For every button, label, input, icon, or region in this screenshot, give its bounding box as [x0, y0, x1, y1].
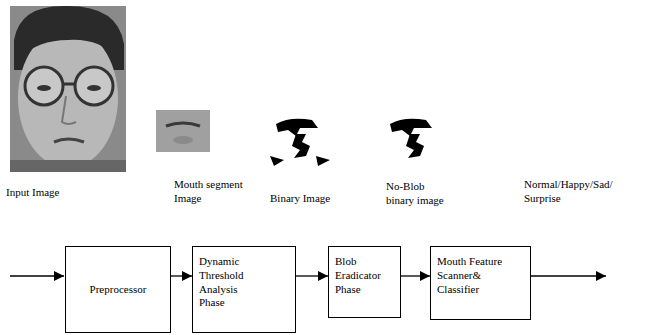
image-caption: Input Image [6, 186, 86, 200]
flow-arrow [171, 275, 192, 276]
face-photo [10, 6, 126, 172]
box-text: Preprocessor [90, 283, 147, 297]
process-box: Blob Eradicator Phase [328, 246, 401, 318]
flow-arrow [296, 275, 328, 276]
image-caption: No-Blob binary image [386, 180, 452, 208]
input-arrow [10, 275, 64, 276]
image-caption: Binary Image [270, 192, 350, 206]
process-box: Dynamic Threshold Analysis Phase [192, 246, 296, 333]
process-box: Mouth Feature Scanner& Classifier [430, 246, 531, 320]
box-text: Blob Eradicator Phase [335, 255, 394, 296]
image-caption: Mouth segment Image [174, 178, 244, 206]
box-text: Dynamic Threshold Analysis Phase [199, 255, 255, 310]
box-text: Mouth Feature Scanner& Classifier [437, 255, 524, 296]
no-blob-binary-image [390, 119, 432, 158]
process-box: Preprocessor [65, 246, 171, 333]
output-arrow [531, 275, 606, 276]
flow-arrow [401, 275, 430, 276]
image-caption: Normal/Happy/Sad/ Surprise [524, 178, 624, 206]
binary-image [270, 119, 330, 166]
mouth-segment-image [156, 110, 210, 152]
